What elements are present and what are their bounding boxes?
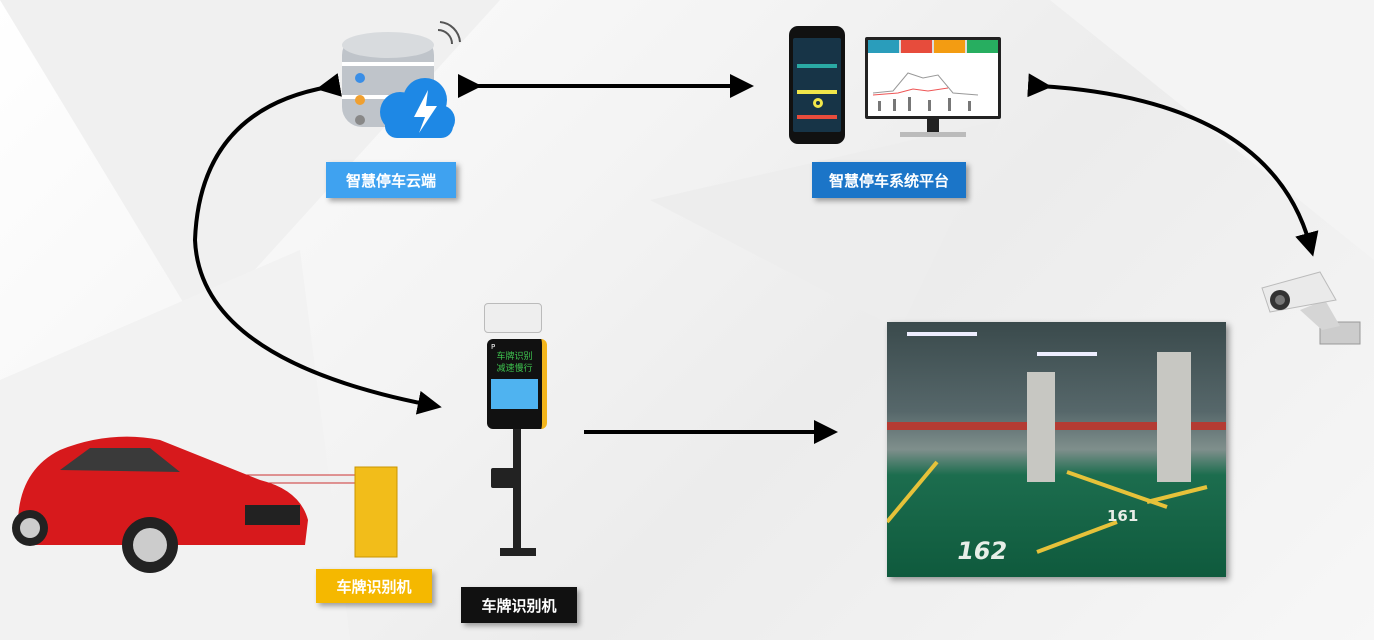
lpr-camera-label: 车牌识别机	[461, 587, 577, 623]
parking-p-icon: P	[491, 343, 496, 351]
monitor-stand	[927, 119, 939, 133]
arrow-cloud-lpr	[192, 73, 442, 415]
screen-text-2: 减速慢行	[496, 364, 533, 374]
lpr-display-board: P 车牌识别 减速慢行	[487, 339, 547, 429]
monitor-icon	[865, 37, 1001, 119]
underground-parking-photo: 162 161	[887, 322, 1226, 577]
platform-label: 智慧停车系统平台	[812, 162, 966, 198]
lpr-pole	[513, 429, 521, 549]
lpr-camera-device	[484, 303, 542, 333]
barrier-label: 车牌识别机	[316, 569, 432, 603]
arrow-platform-camera	[1027, 73, 1319, 257]
fill-light	[491, 468, 515, 488]
monitor-base	[900, 132, 966, 137]
screen-text-1: 车牌识别	[496, 352, 533, 362]
lpr-base	[500, 548, 536, 556]
smartphone-icon	[789, 26, 845, 144]
space-number: 161	[1107, 507, 1139, 525]
